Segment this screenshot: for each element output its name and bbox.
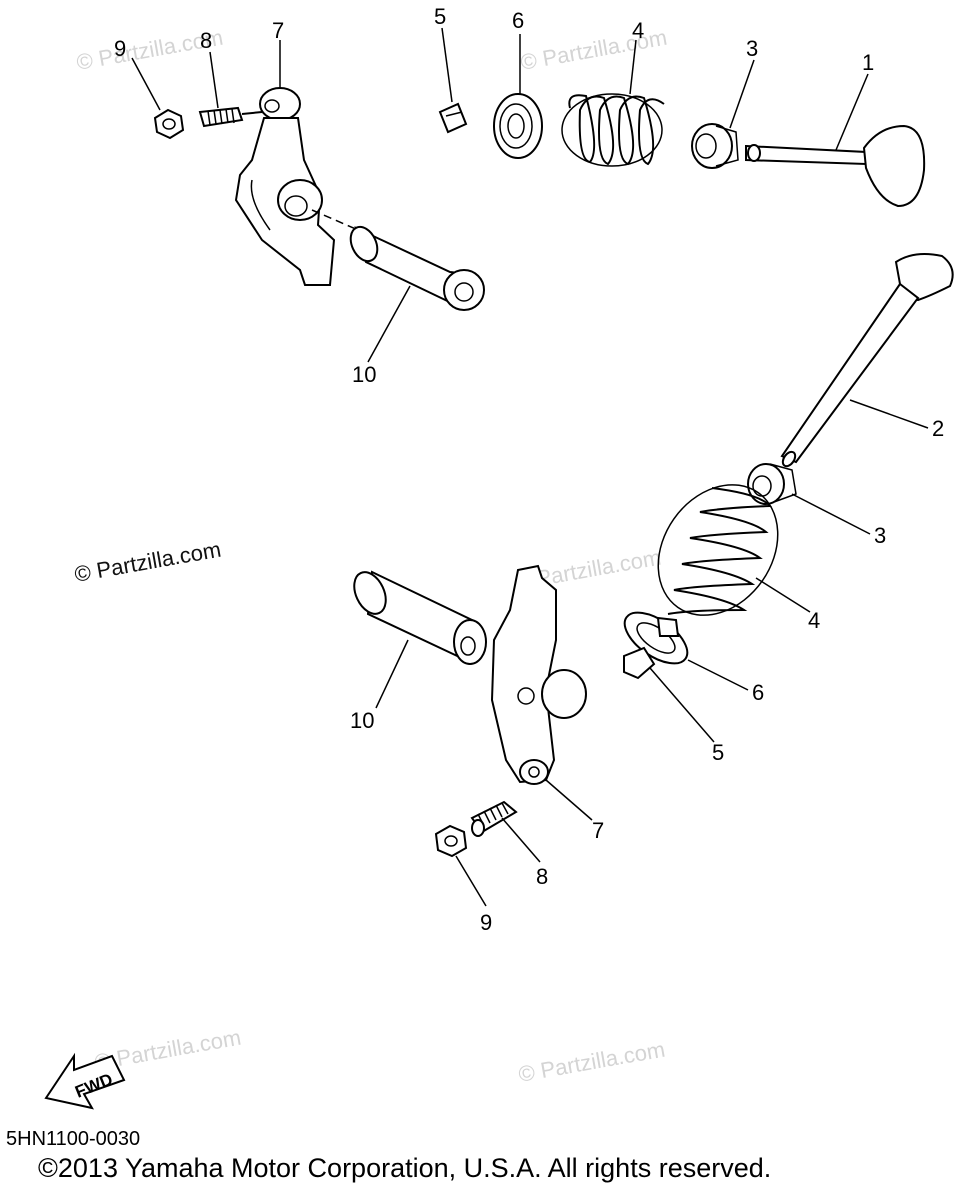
dash-line-top: [311, 209, 359, 231]
leader: [131, 57, 161, 111]
leader: [849, 399, 929, 429]
leader: [755, 577, 811, 613]
leader: [455, 855, 487, 907]
valve-seal-top: [691, 123, 739, 169]
callout-4-bottom: 4: [808, 608, 820, 633]
nut-bottom: [434, 824, 468, 858]
rocker-arm-top: [234, 87, 336, 286]
leader: [687, 659, 749, 691]
leader: [209, 51, 219, 109]
rocker-shaft-top: [349, 225, 485, 311]
copyright-text: ©2013 Yamaha Motor Corporation, U.S.A. A…: [38, 1153, 772, 1183]
callout-6-top: 6: [512, 8, 524, 33]
adjuster-screw-top: [198, 106, 263, 128]
callout-3-top: 3: [746, 36, 758, 61]
adjuster-screw-bottom: [470, 800, 518, 837]
callout-1: 1: [862, 50, 874, 75]
callout-9-bottom: 9: [480, 910, 492, 935]
callout-8-bottom: 8: [536, 864, 548, 889]
rocker-shaft-bottom: [353, 570, 487, 665]
leader: [791, 493, 871, 535]
callout-8-top: 8: [200, 28, 212, 53]
watermark: © Partzilla.com: [517, 1037, 667, 1087]
exhaust-valve: [780, 253, 954, 468]
valve-spring-bottom: [657, 484, 779, 616]
retainer-top: [493, 93, 543, 159]
collet-bottom: [623, 646, 656, 680]
watermark-main: © Partzilla.com: [73, 537, 223, 587]
callout-6-bottom: 6: [752, 680, 764, 705]
valve-seal-bottom: [747, 463, 797, 505]
callout-5-bottom: 5: [712, 740, 724, 765]
fwd-arrow-icon: FWD: [44, 1052, 126, 1110]
callout-10-top: 10: [352, 362, 376, 387]
callout-7-top: 7: [272, 18, 284, 43]
watermark: © Partzilla.com: [519, 25, 669, 75]
callout-5-top: 5: [434, 4, 446, 29]
callout-3-bottom: 3: [874, 523, 886, 548]
leader: [729, 59, 755, 129]
leader: [545, 779, 593, 821]
leader: [649, 667, 715, 743]
callout-9-top: 9: [114, 36, 126, 61]
leader: [441, 27, 453, 103]
callout-7-bottom: 7: [592, 818, 604, 843]
intake-valve: [745, 124, 926, 208]
collet-top: [438, 102, 468, 134]
callout-10-bottom: 10: [350, 708, 374, 733]
diagram-code: 5HN1100-0030: [6, 1128, 141, 1150]
nut-top: [153, 108, 185, 140]
leader: [835, 73, 869, 151]
valve-spring-top: [561, 93, 665, 167]
leader: [629, 39, 637, 95]
callout-2: 2: [932, 416, 944, 441]
rocker-arm-bottom: [490, 564, 587, 785]
leader: [375, 639, 409, 709]
callout-4-top: 4: [632, 18, 644, 43]
leader: [367, 285, 411, 363]
leader: [501, 817, 541, 863]
